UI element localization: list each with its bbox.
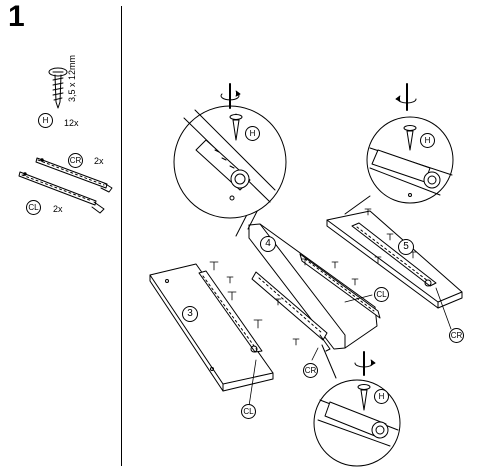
screw-h-callout-left: H (245, 126, 260, 141)
detail-circle-left (173, 105, 287, 237)
right-rail-code-badge: CR (68, 153, 83, 168)
left-rail-icon (18, 171, 105, 214)
detail-circle-right (344, 116, 454, 215)
screw-code-badge: H (38, 113, 53, 128)
cr-callout-middle: CR (303, 363, 318, 378)
screwdriver-bottom (354, 351, 376, 411)
screw-size-label: 3,5 x 12mm (67, 54, 77, 102)
cl-callout-upper: CL (374, 287, 389, 302)
panel-3-rail (198, 270, 263, 353)
screw-quantity: 12x (64, 118, 79, 128)
detail-circle-bottom (313, 344, 401, 467)
cl-callout-lower: CL (241, 404, 256, 419)
screwdriver-right (395, 83, 417, 151)
divider-line (121, 6, 122, 466)
screwdriver-left (220, 83, 243, 141)
cr-callout-right: CR (449, 328, 464, 343)
panel-5-rail (351, 222, 437, 287)
panel-3 (149, 263, 274, 392)
panel-4-rail-lower (251, 271, 331, 352)
screw-h-callout-bottom: H (374, 389, 389, 404)
panel-3-number: 3 (182, 306, 198, 322)
screw-icon (48, 67, 68, 109)
step-number: 1 (8, 0, 25, 33)
left-rail-quantity: 2x (53, 204, 63, 214)
screw-h-callout-right: H (420, 133, 435, 148)
panel-4-number: 4 (260, 236, 276, 252)
panel-5-number: 5 (398, 239, 414, 255)
right-rail-quantity: 2x (94, 156, 104, 166)
right-rail-icon (35, 157, 113, 193)
callout-leaders (248, 287, 452, 407)
panel-4-rail-upper (299, 253, 381, 319)
panel-4 (248, 223, 378, 350)
left-rail-code-badge: CL (26, 200, 41, 215)
